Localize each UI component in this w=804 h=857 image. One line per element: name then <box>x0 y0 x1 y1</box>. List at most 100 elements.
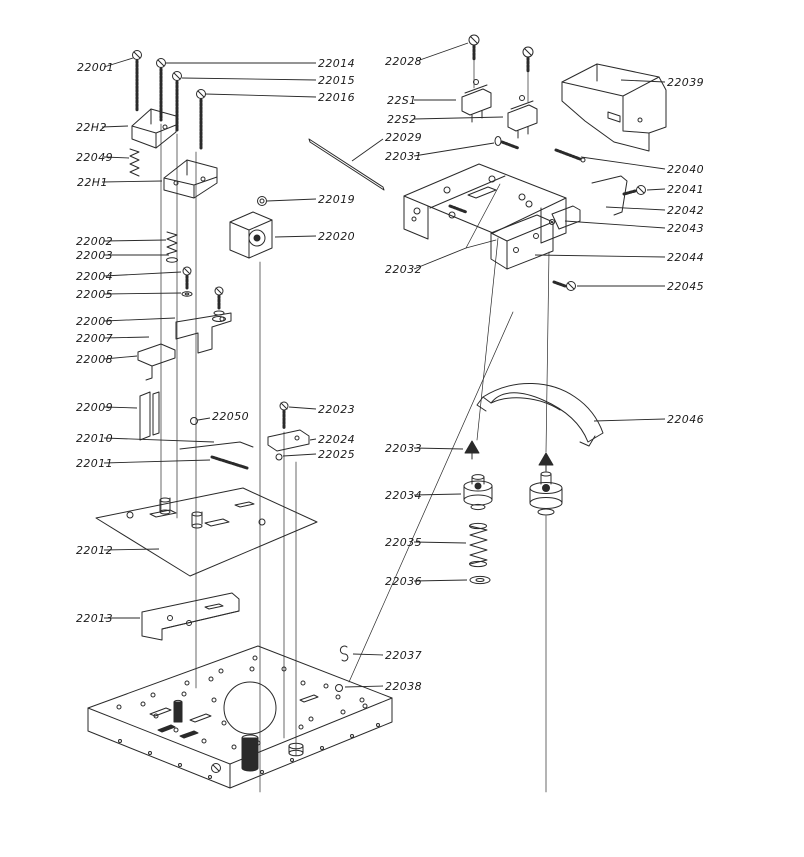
part-label-22005: 22005 <box>76 288 113 301</box>
leader-line-22036 <box>413 579 468 582</box>
bracket-assembly-22032 <box>403 163 567 244</box>
rod-22029 <box>308 138 385 191</box>
part-label-22007: 22007 <box>76 332 113 345</box>
leader-line-22033 <box>413 447 464 450</box>
part-label-22031: 22031 <box>385 150 422 163</box>
lever-22010 <box>179 441 254 450</box>
leader-line-22005 <box>103 292 182 295</box>
leader-line-22007 <box>103 336 150 339</box>
lever-22042 <box>591 175 628 216</box>
spring-22011 <box>210 455 249 470</box>
leader-line-22038 <box>344 685 384 688</box>
screws-22028 <box>468 34 534 74</box>
plate-22012 <box>95 487 318 577</box>
solenoid-22020 <box>229 211 273 259</box>
leader-line-22034 <box>413 493 462 496</box>
part-label-22024: 22024 <box>318 433 355 446</box>
leader-line-22019 <box>266 198 317 202</box>
bracket-22H1 <box>163 159 218 199</box>
leader-line-22001 <box>103 57 134 68</box>
clip-22024 <box>267 429 310 452</box>
part-label-22037: 22037 <box>385 649 422 662</box>
part-label-22036: 22036 <box>385 575 422 588</box>
part-label-22004: 22004 <box>76 270 113 283</box>
part-label-22049: 22049 <box>76 151 113 164</box>
bracket-22013 <box>141 592 240 641</box>
part-label-22003: 22003 <box>76 249 113 262</box>
part-label-22015: 22015 <box>318 74 355 87</box>
part-label-22044: 22044 <box>667 251 704 264</box>
bracket-22008 <box>137 343 176 381</box>
part-label-22H1: 22H1 <box>77 176 108 189</box>
cover-22039 <box>561 63 667 152</box>
leader-line-22028 <box>416 42 469 62</box>
leader-line-22006 <box>103 317 176 322</box>
channel-22009 <box>139 391 160 441</box>
leader-line-22044 <box>534 254 666 258</box>
screw-22023 <box>279 401 289 430</box>
part-label-22028: 22028 <box>385 55 422 68</box>
spring-22049 <box>129 148 140 177</box>
leader-line-22043 <box>564 220 666 229</box>
leader-line-22039 <box>620 79 666 83</box>
part-label-22013: 22013 <box>76 612 113 625</box>
leader-line-22008 <box>103 355 138 360</box>
leader-line-22050 <box>197 417 211 421</box>
pulley-22034 <box>463 474 493 511</box>
part-label-22029: 22029 <box>385 131 422 144</box>
alignment-lines <box>160 59 550 793</box>
nut-22019 <box>257 196 267 206</box>
part-label-22032: 22032 <box>385 263 422 276</box>
screw-22045 <box>552 280 576 291</box>
hole-22025 <box>275 453 283 461</box>
leader-line-22H2 <box>101 125 129 128</box>
part-label-22019: 22019 <box>318 193 355 206</box>
leader-line-22004 <box>103 271 182 277</box>
part-label-22001: 22001 <box>77 61 114 74</box>
part-label-22016: 22016 <box>318 91 355 104</box>
leader-line-22025 <box>282 453 317 457</box>
leader-line-22H1 <box>101 180 163 183</box>
part-label-22040: 22040 <box>667 163 704 176</box>
part-label-22S2: 22S2 <box>387 113 417 126</box>
leader-line-22037 <box>352 653 384 656</box>
switch-22S2 <box>507 95 538 139</box>
right-pulley-assembly <box>529 452 563 793</box>
spring-22002-22003 <box>166 231 178 263</box>
part-label-22041: 22041 <box>667 183 704 196</box>
spring-22040 <box>554 148 586 163</box>
part-label-22033: 22033 <box>385 442 422 455</box>
part-label-22034: 22034 <box>385 489 422 502</box>
bracket-22044 <box>490 214 554 270</box>
base-plate <box>87 645 393 789</box>
screw-and-washers <box>212 286 226 322</box>
base-plate-components <box>173 699 304 773</box>
part-label-22045: 22045 <box>667 280 704 293</box>
pin-22033 <box>464 440 480 460</box>
screws-top-left <box>132 50 206 150</box>
arm-22046 <box>476 382 604 447</box>
switch-22S1 <box>461 79 492 123</box>
bracket-22006-22007 <box>175 312 232 354</box>
leader-line-22042 <box>605 206 666 211</box>
part-label-22012: 22012 <box>76 544 113 557</box>
screw-22041 <box>622 185 646 196</box>
part-label-22014: 22014 <box>318 57 355 70</box>
screw-22031 <box>494 136 520 150</box>
leader-line-22015 <box>181 77 317 81</box>
hook-22037 <box>339 645 349 662</box>
part-label-22011: 22011 <box>76 457 113 470</box>
part-label-22020: 22020 <box>318 230 355 243</box>
part-label-22002: 22002 <box>76 235 113 248</box>
leader-line-22024 <box>309 438 317 441</box>
leader-line-22016 <box>204 93 317 98</box>
part-label-22025: 22025 <box>318 448 355 461</box>
part-label-22039: 22039 <box>667 76 704 89</box>
leader-line-22002 <box>103 239 167 242</box>
part-label-22006: 22006 <box>76 315 113 328</box>
leader-line-22032 <box>413 247 467 270</box>
leader-line-22012 <box>103 548 160 551</box>
